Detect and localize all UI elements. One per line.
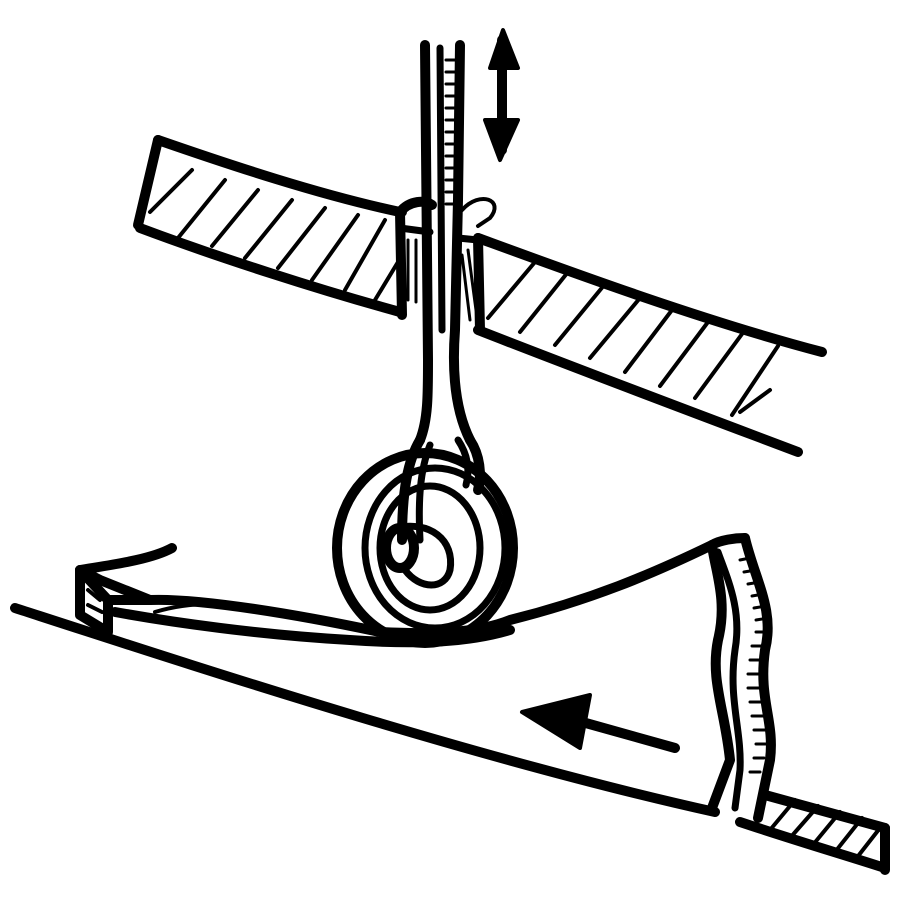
strip-left-block — [75, 565, 113, 637]
wheel-hub-ring — [376, 482, 484, 614]
base-right-edge — [760, 790, 890, 833]
upper-plate-left-cap — [133, 135, 163, 230]
guide-bushing — [395, 196, 497, 335]
strip-scale-left-edge — [707, 540, 735, 813]
strip-scale-ticks — [738, 556, 770, 774]
rod-inner-line — [436, 44, 446, 334]
upper-plate-bottom-edge-right — [473, 325, 803, 457]
base-hatching — [768, 798, 882, 862]
left-arrow-icon — [520, 693, 680, 753]
upper-plate-bottom-edge-left — [135, 223, 405, 317]
rod-scale-ticks — [444, 58, 458, 206]
upper-plate-top-edge — [153, 135, 407, 217]
roller-wheel — [332, 448, 518, 648]
strip-top-surface — [145, 540, 717, 639]
rod-right-edge — [448, 40, 475, 445]
flexible-strip — [75, 533, 776, 823]
upper-plate-top-edge-right — [473, 233, 827, 357]
strip-bottom-surface — [110, 607, 515, 648]
lower-base-plate — [10, 603, 890, 875]
double-headed-arrow-icon — [483, 28, 520, 162]
base-bottom-edge — [735, 817, 890, 873]
strip-scale-right-edge — [740, 533, 776, 823]
upper-plate-hatching — [148, 168, 780, 417]
rod-left-edge — [415, 40, 433, 445]
upper-guide-plate — [133, 135, 827, 457]
base-top-edge — [10, 603, 720, 817]
